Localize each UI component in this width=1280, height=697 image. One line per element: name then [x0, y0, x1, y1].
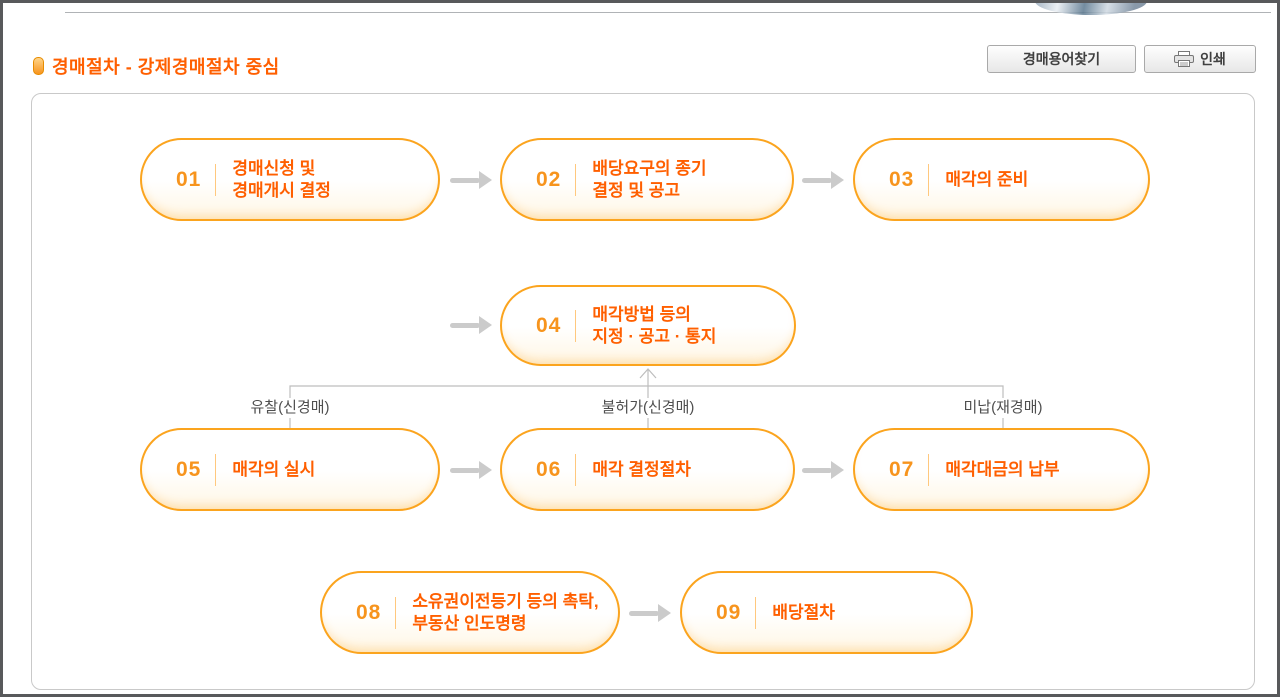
step-label: 매각의 준비: [945, 169, 1029, 189]
page-title: 경매절차 - 강제경매절차 중심: [33, 53, 280, 79]
flow-step-07[interactable]: 07 매각대금의 납부: [853, 428, 1150, 511]
title-bullet-icon: [33, 57, 44, 75]
arrow-right-icon: [802, 171, 844, 189]
glossary-search-button[interactable]: 경매용어찾기: [987, 45, 1136, 73]
step-divider: [215, 453, 217, 486]
flow-step-09[interactable]: 09 배당절차: [680, 571, 973, 654]
branch-label-nonpayment: 미납(재경매): [956, 398, 1050, 418]
step-number: 02: [536, 167, 562, 191]
step-divider: [395, 596, 397, 629]
flow-step-03[interactable]: 03 매각의 준비: [853, 138, 1150, 221]
step-number: 01: [176, 167, 202, 191]
step-number: 04: [536, 313, 562, 337]
print-button-label: 인쇄: [1200, 51, 1226, 67]
step-number: 09: [716, 600, 742, 624]
step-divider: [575, 309, 577, 342]
arrow-right-icon: [450, 461, 492, 479]
step-label: 소유권이전등기 등의 촉탁,부동산 인도명령: [412, 592, 599, 633]
step-divider: [575, 163, 577, 196]
step-number: 08: [356, 600, 382, 624]
branch-label-failed-bid: 유찰(신경매): [243, 398, 337, 418]
flow-step-05[interactable]: 05 매각의 실시: [140, 428, 440, 511]
site-logo-partial: [1035, 3, 1147, 15]
step-divider: [928, 163, 930, 196]
flowchart-panel: [31, 93, 1255, 690]
flow-step-08[interactable]: 08 소유권이전등기 등의 촉탁,부동산 인도명령: [320, 571, 620, 654]
step-label: 매각의 실시: [232, 459, 316, 479]
arrow-right-icon: [802, 461, 844, 479]
step-number: 06: [536, 457, 562, 481]
step-number: 03: [889, 167, 915, 191]
page-title-text: 경매절차 - 강제경매절차 중심: [52, 57, 280, 77]
step-label: 매각 결정절차: [592, 459, 691, 479]
print-button[interactable]: 인쇄: [1144, 45, 1256, 73]
step-divider: [575, 453, 577, 486]
top-divider: [65, 12, 1271, 13]
arrow-right-icon: [450, 171, 492, 189]
arrow-right-icon: [629, 604, 671, 622]
printer-icon: [1174, 51, 1195, 67]
flow-step-06[interactable]: 06 매각 결정절차: [500, 428, 795, 511]
step-label: 배당절차: [772, 602, 835, 622]
step-number: 07: [889, 457, 915, 481]
arrow-right-icon: [450, 316, 492, 334]
step-label: 매각대금의 납부: [945, 459, 1060, 479]
step-number: 05: [176, 457, 202, 481]
step-divider: [215, 163, 217, 196]
glossary-search-button-label: 경매용어찾기: [1022, 51, 1101, 67]
step-divider: [755, 596, 757, 629]
step-divider: [928, 453, 930, 486]
branch-label-disapproval: 불허가(신경매): [594, 398, 702, 418]
